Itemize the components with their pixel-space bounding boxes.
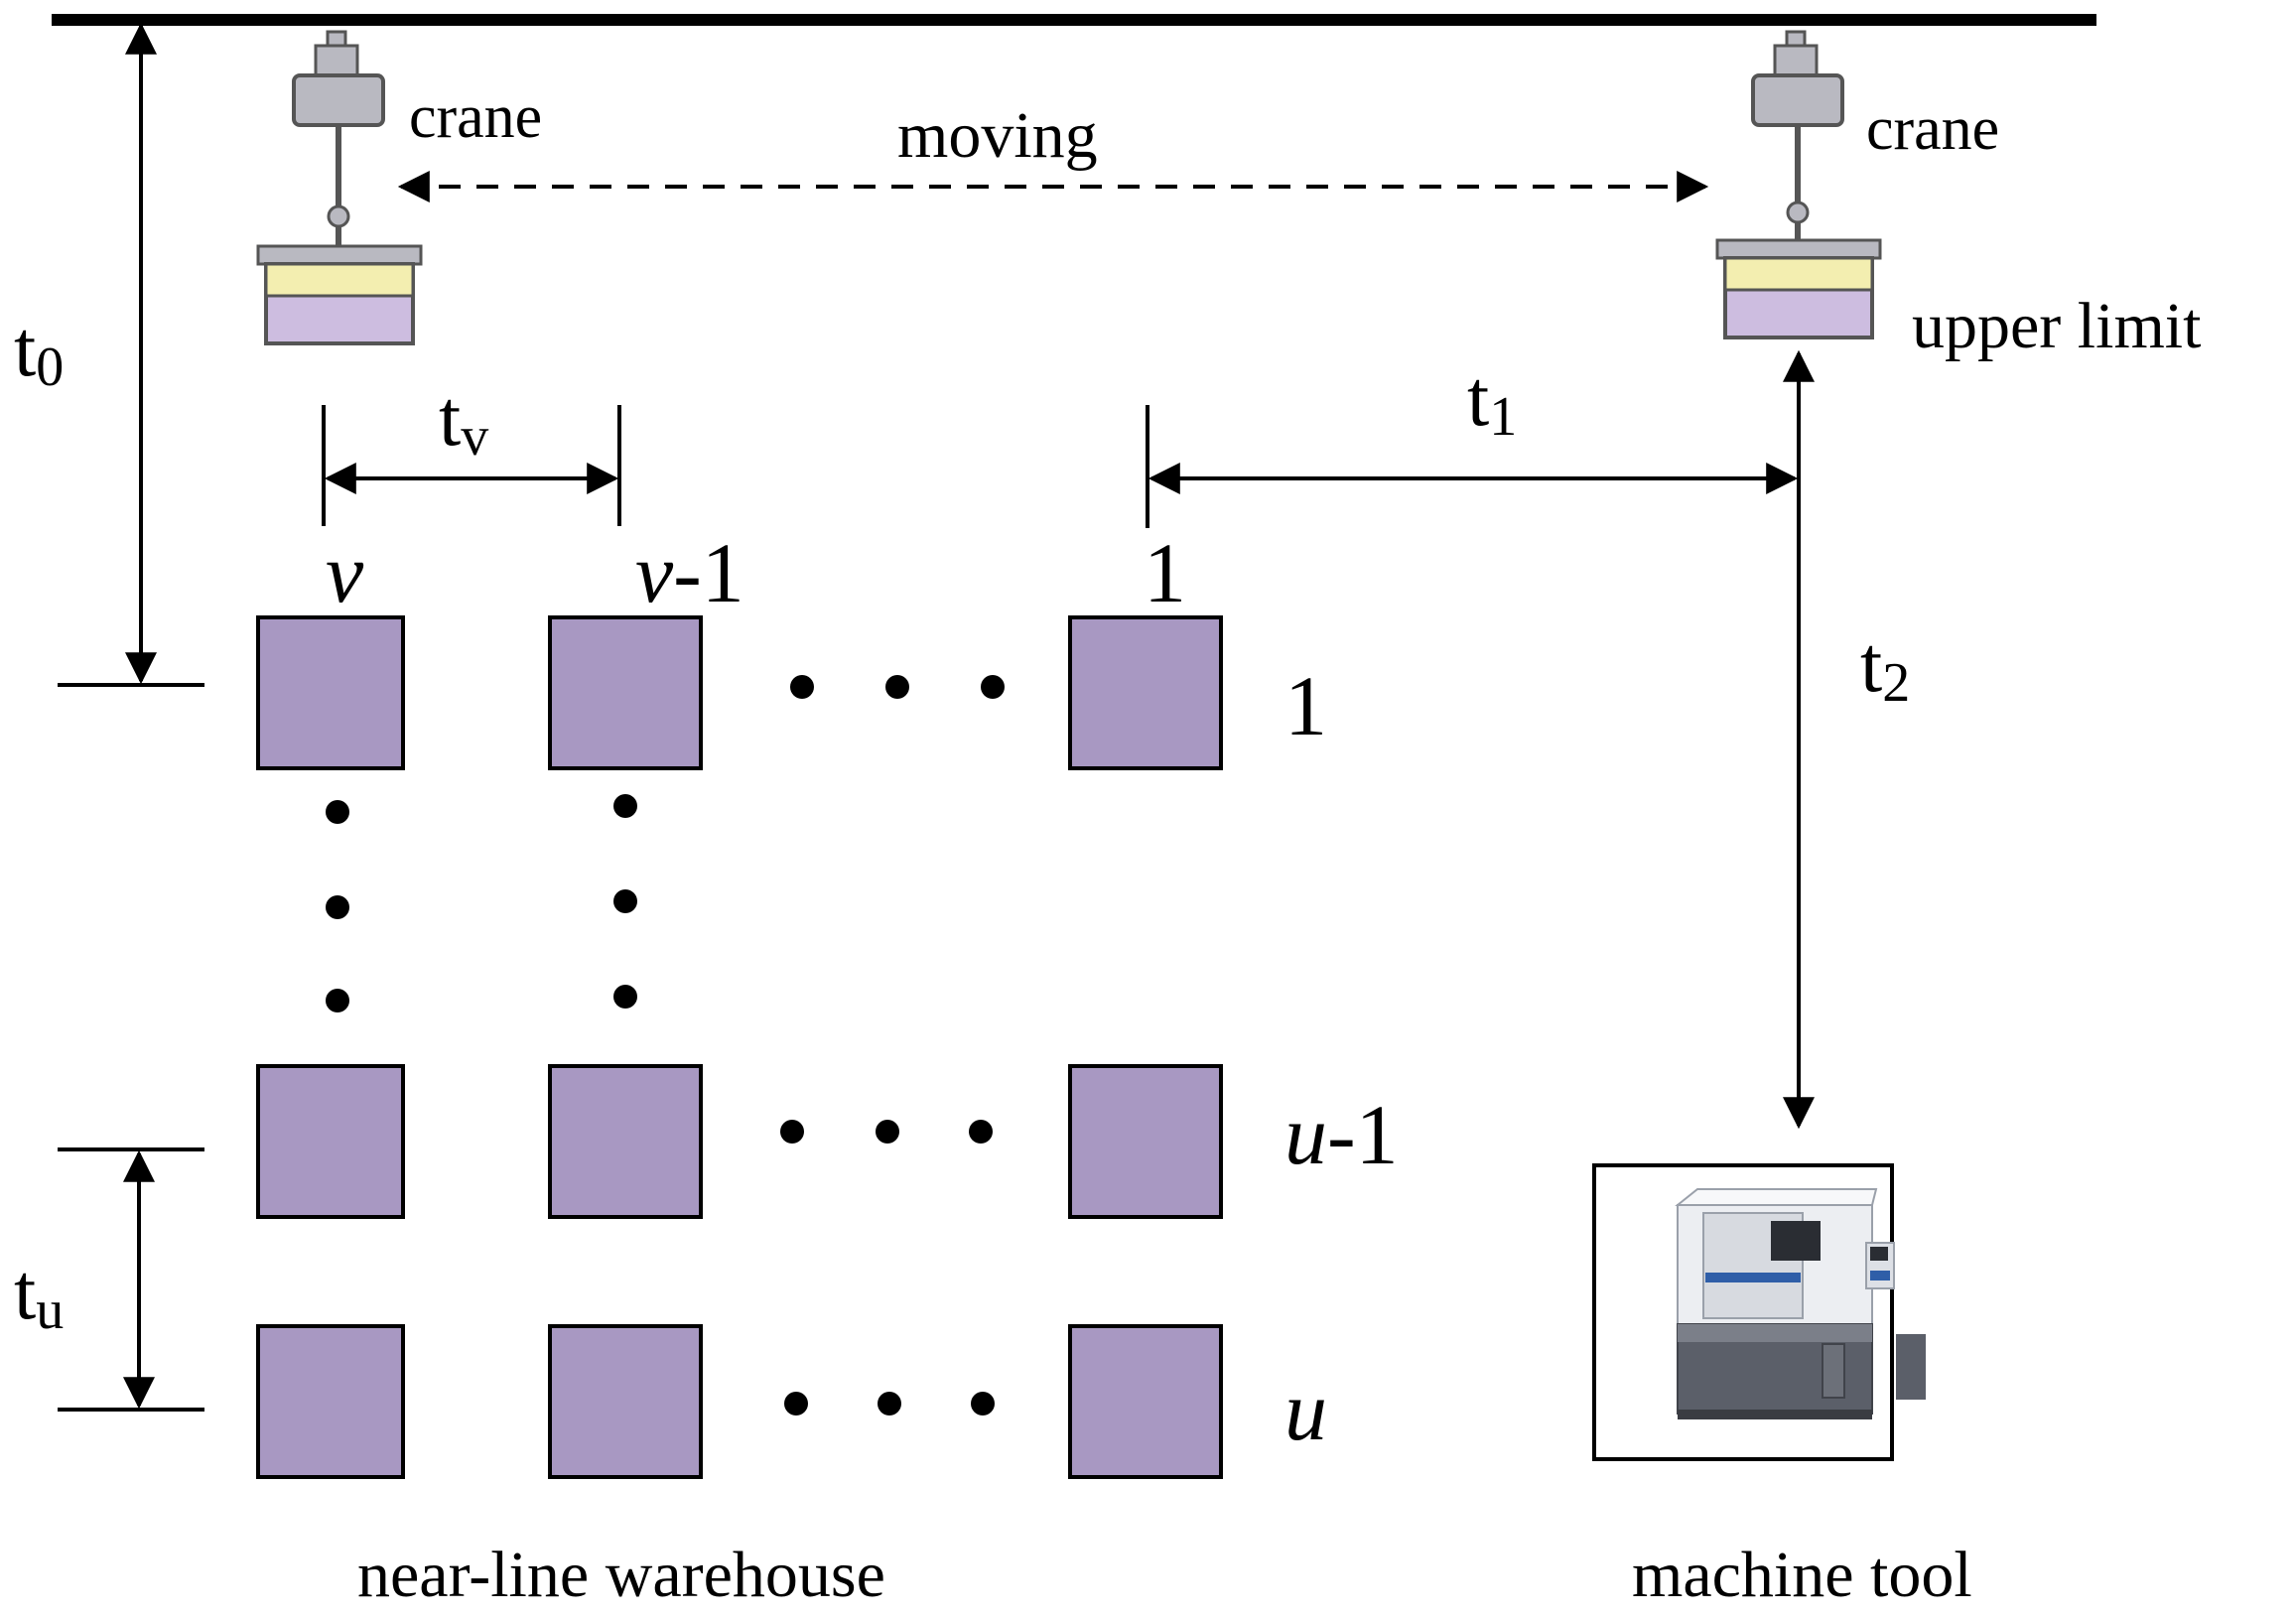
storage-box [548,1324,703,1479]
ellipsis-dot [790,675,814,699]
column-v-minus-1-label: v-1 [635,525,744,620]
t1-label: t1 [1467,355,1517,448]
column-1-label: 1 [1144,525,1186,620]
upper-limit-label: upper limit [1912,290,2201,362]
storage-box [548,1064,703,1219]
storage-box [548,615,703,770]
column-v-label: v [326,525,364,620]
row-1-label: 1 [1284,658,1327,753]
storage-box [1068,1064,1223,1219]
ellipsis-dot [878,1392,901,1416]
ellipsis-dot [981,675,1005,699]
ellipsis-dot [613,985,637,1009]
ellipsis-dot [969,1120,993,1144]
machine-tool-icon [1675,1188,1926,1419]
crane-left-icon [256,30,423,345]
ellipsis-dot [613,889,637,913]
ellipsis-dot [971,1392,995,1416]
row-u-label: u [1284,1363,1327,1458]
tu-label: tu [14,1249,64,1341]
storage-box [1068,615,1223,770]
ellipsis-dot [784,1392,808,1416]
storage-box [256,1064,405,1219]
ellipsis-dot [326,895,349,919]
crane-left-label: crane [409,83,542,151]
storage-box [1068,1324,1223,1479]
ellipsis-dot [613,794,637,818]
ellipsis-dot [780,1120,804,1144]
ellipsis-dot [876,1120,899,1144]
tv-label: tv [439,375,488,468]
moving-label: moving [897,99,1098,172]
ellipsis-dot [326,800,349,824]
t2-label: t2 [1860,621,1910,714]
crane-right-label: crane [1866,95,1999,163]
machine-tool-label: machine tool [1632,1539,1972,1611]
storage-box [256,615,405,770]
t0-label: t0 [14,306,64,398]
storage-box [256,1324,405,1479]
row-u-minus-1-label: u-1 [1284,1087,1399,1182]
warehouse-label: near-line warehouse [357,1539,885,1611]
ellipsis-dot [326,989,349,1012]
ellipsis-dot [885,675,909,699]
crane-right-icon [1715,30,1882,339]
